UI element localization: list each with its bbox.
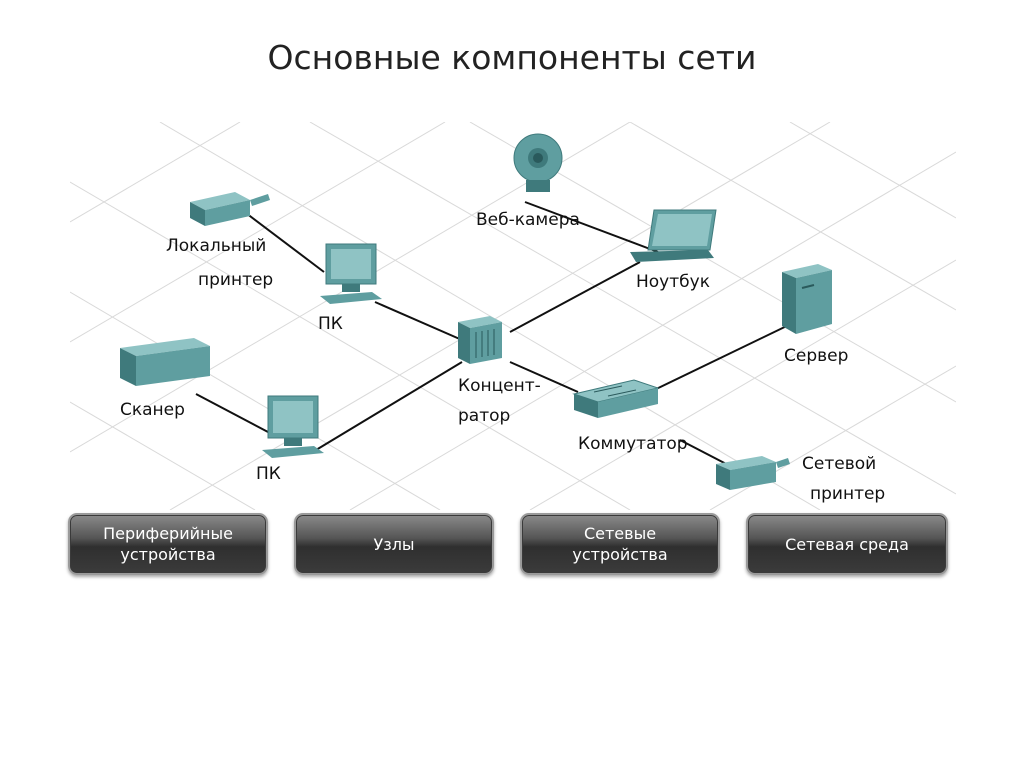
cable-pc-hub-2 xyxy=(315,361,463,451)
peripheral-devices-line1: Периферийные xyxy=(103,524,233,543)
switch-icon xyxy=(572,379,660,418)
floor-grid xyxy=(70,122,956,510)
hosts-label: Узлы xyxy=(373,534,415,554)
scanner-label: Сканер xyxy=(120,400,185,420)
hub-label-line2: ратор xyxy=(458,406,511,426)
peripheral-devices-line2: устройства xyxy=(120,545,216,564)
cable-scanner-pc xyxy=(195,393,269,433)
local-printer-label-line2: принтер xyxy=(198,270,274,290)
server-icon xyxy=(782,264,832,334)
network-media-label: Сетевая среда xyxy=(785,534,909,554)
webcam-icon xyxy=(513,133,563,192)
scanner-icon xyxy=(120,338,210,386)
cable-laptop-hub xyxy=(509,261,641,333)
webcam-label: Веб-камера xyxy=(476,210,580,230)
cable-hub-switch xyxy=(509,361,579,393)
network-media-button[interactable]: Сетевая среда xyxy=(746,513,948,575)
net-printer-label-line2: принтер xyxy=(810,484,886,504)
cable-webcam-laptop xyxy=(524,201,659,253)
switch-label: Коммутатор xyxy=(578,434,688,454)
page-title: Основные компоненты сети xyxy=(267,38,757,77)
laptop-icon xyxy=(630,209,717,262)
hub-label-line1: Концент- xyxy=(458,376,541,396)
net-printer-label-line1: Сетевой xyxy=(802,454,877,474)
cables xyxy=(195,201,796,469)
pc-icon xyxy=(262,395,324,458)
network-devices-line1: Сетевые xyxy=(583,524,657,543)
hub-icon xyxy=(458,316,502,364)
pc-top-label: ПК xyxy=(318,314,343,334)
pc-icon xyxy=(320,243,382,304)
laptop-label: Ноутбук xyxy=(636,272,710,292)
server-label: Сервер xyxy=(784,346,849,366)
cable-pc-hub xyxy=(374,301,463,341)
cable-switch-server xyxy=(649,321,796,393)
network-devices-line2: устройства xyxy=(572,545,668,564)
printer-icon xyxy=(190,192,270,226)
cable-printer-pc xyxy=(241,209,325,273)
pc-bottom-label: ПК xyxy=(256,464,281,484)
network-devices-button[interactable]: Сетевые устройства xyxy=(520,513,720,575)
network-printer-icon xyxy=(716,456,790,490)
peripheral-devices-button[interactable]: Периферийные устройства xyxy=(68,513,268,575)
network-diagram-canvas xyxy=(70,122,956,510)
local-printer-label-line1: Локальный xyxy=(166,236,267,256)
network-diagram: Локальный принтер ПК Веб-камера Ноутбук … xyxy=(70,122,956,510)
hosts-button[interactable]: Узлы xyxy=(294,513,494,575)
